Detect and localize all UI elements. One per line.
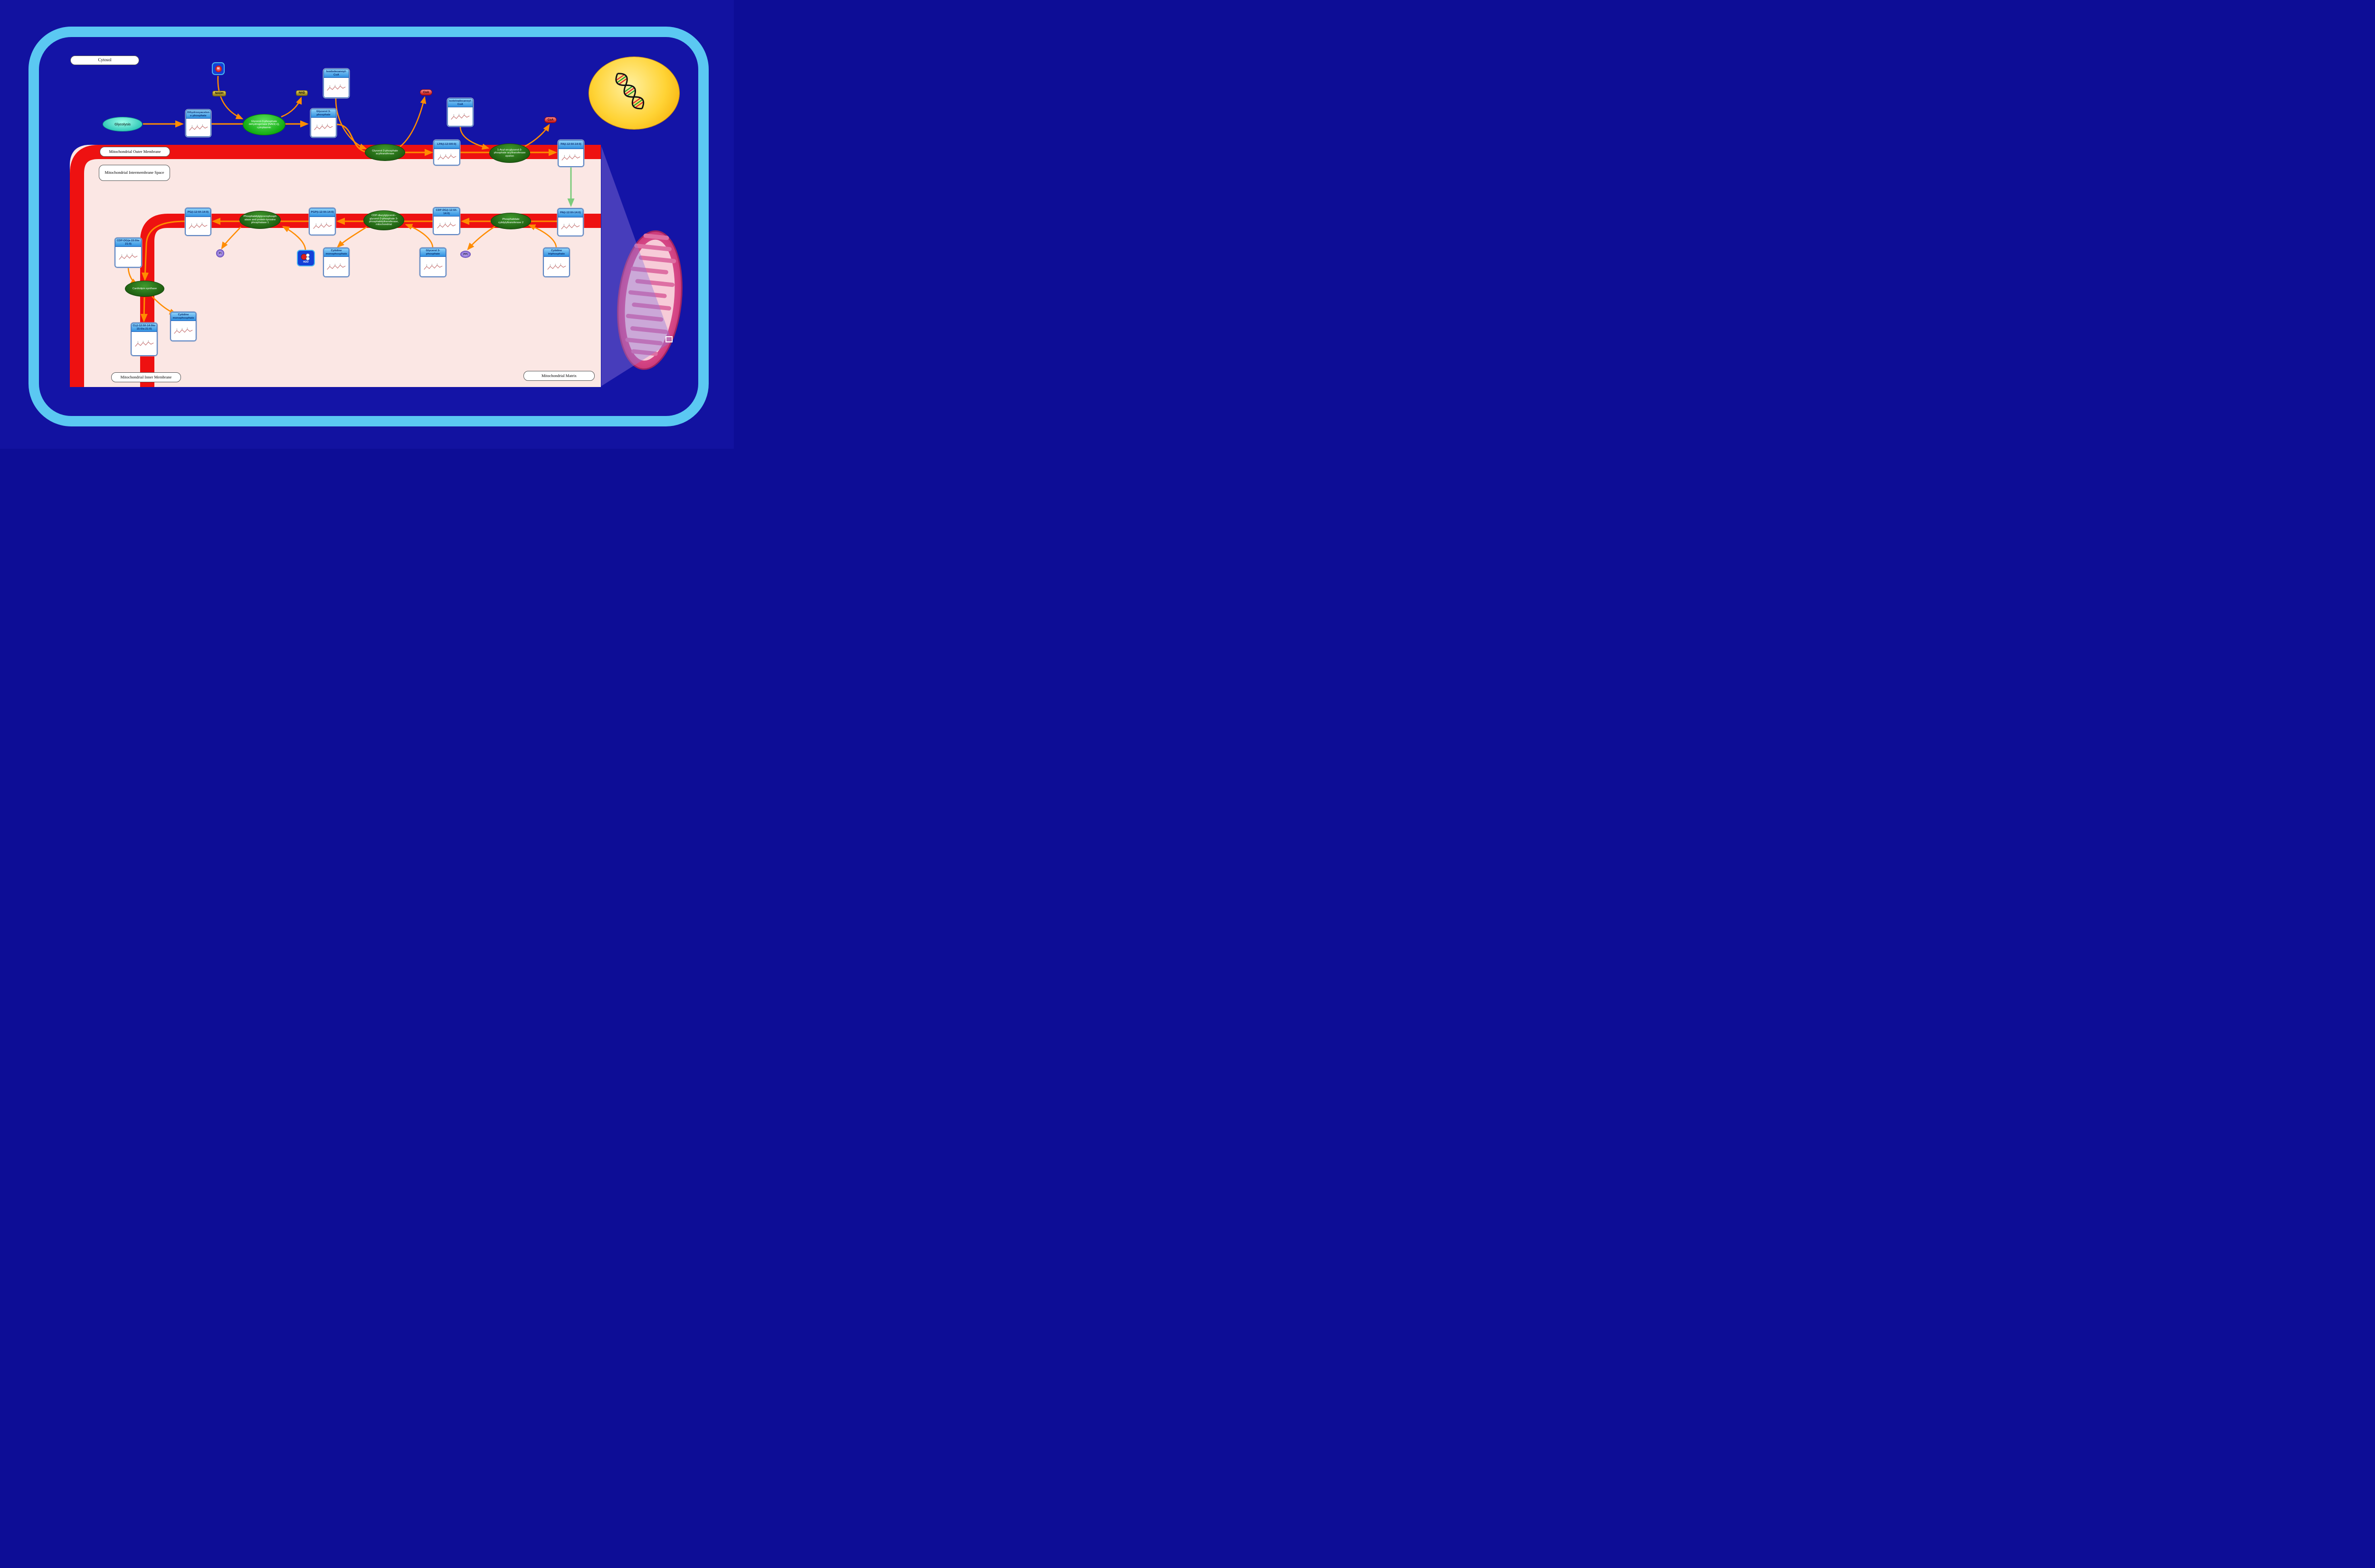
metabolite-label: PA(i-12:0/i-14:0): [560, 211, 581, 215]
metabolite-label: CDP-DG(a-15:0/a-21:0): [116, 239, 140, 246]
molecule-structure-icon: [437, 221, 456, 228]
metabolite-cmp-middle[interactable]: Cytidine monophosphate: [323, 248, 349, 277]
metabolite-cdp-dg-a[interactable]: CDP-DG(a-15:0/a-21:0): [115, 238, 142, 267]
molecule-structure-icon: [561, 154, 580, 161]
cofactor-nadh[interactable]: NADH: [212, 91, 226, 96]
enzyme-label: Cardiolipin synthase: [132, 287, 157, 290]
molecule-structure-icon: [437, 153, 456, 160]
cofactor-coa-2[interactable]: CoA: [544, 117, 557, 123]
metabolite-pa-outer[interactable]: PA(i-12:0/i-14:0): [558, 140, 584, 167]
enzyme-label: Glycerol-3-phosphate dehydrogenase [NAD(…: [248, 120, 280, 129]
outer-membrane-label-text: Mitochondrial Outer Membrane: [109, 149, 161, 154]
enzyme-pgp-synthase[interactable]: CDP-diacylglycerol--glycerol-3-phosphate…: [363, 210, 404, 230]
compartment-label-cytosol: Cytosol: [70, 56, 139, 65]
outer-membrane-band: [70, 145, 601, 387]
enzyme-ptpmt1[interactable]: Phosphatidylglycerophosphatase and prote…: [239, 211, 281, 229]
pathway-diagram-canvas: Cytosol Mitochondrial Outer Membrane Mit…: [0, 0, 734, 449]
matrix-label-text: Mitochondrial Matrix: [542, 373, 577, 378]
molecule-structure-icon: [423, 263, 443, 270]
enzyme-label: Glycerol-3-phosphate acyltransferase: [372, 149, 398, 155]
metabolite-label: Cytidine monophosphate: [325, 249, 347, 255]
water-molecule-icon: [301, 253, 310, 260]
dna-helix-icon: [615, 73, 645, 110]
metabolite-cmp-bottom[interactable]: Cytidine monophosphate: [171, 312, 196, 341]
enzyme-label: Phosphatidate cytidylyltransferase 2: [498, 218, 524, 224]
molecule-structure-icon: [561, 223, 580, 230]
metabolite-ctp[interactable]: Cytidine triphosphate: [543, 248, 570, 277]
cofactor-nad[interactable]: NAD: [296, 90, 308, 96]
molecule-structure-icon: [451, 113, 470, 120]
compartment-label-outer-membrane: Mitochondrial Outer Membrane: [100, 147, 170, 157]
nucleus: [589, 57, 679, 129]
proton-icon: H: [215, 65, 222, 72]
molecule-structure-icon: [189, 123, 208, 131]
inner-membrane-label-text: Mitochondrial Inner Membrane: [120, 374, 172, 379]
molecule-structure-icon: [174, 327, 193, 334]
metabolite-label: Dihydroxyacetone phosphate: [187, 111, 210, 117]
compartment-label-matrix: Mitochondrial Matrix: [523, 371, 595, 381]
intermembrane-space-label-text: Mitochondrial Intermembrane Space: [104, 170, 164, 175]
coa-label: CoA: [423, 91, 429, 94]
molecule-structure-icon: [327, 263, 346, 270]
molecule-structure-icon: [134, 340, 154, 347]
zoom-region-indicator: [665, 336, 673, 342]
metabolite-label: Cytidine triphosphate: [548, 249, 565, 255]
molecule-structure-icon: [314, 123, 333, 131]
metabolite-pgp[interactable]: PGP(i-12:0/i-14:0): [309, 208, 335, 235]
enzyme-phosphatidate-cytidylyltransferase[interactable]: Phosphatidate cytidylyltransferase 2: [491, 213, 531, 229]
enzyme-agpat-epsilon[interactable]: 1-Acyl-sn-glycerol-3-phosphate acyltrans…: [489, 143, 530, 163]
cytosol-label-text: Cytosol: [98, 57, 112, 63]
enzyme-label: CDP-diacylglycerol--glycerol-3-phosphate…: [369, 214, 399, 227]
molecule-structure-icon: [313, 222, 332, 229]
metabolite-isododecanoyl-coa[interactable]: Isododecanoyl-CoA: [323, 69, 349, 98]
water-label: H2O: [303, 260, 309, 264]
ppi-label: PPi: [463, 253, 468, 256]
molecule-structure-icon: [547, 263, 566, 270]
proton-node[interactable]: H: [212, 62, 225, 75]
molecule-structure-icon: [327, 84, 346, 91]
metabolite-label: PG(i-12:0/i-14:0): [187, 211, 209, 214]
metabolite-lpa[interactable]: LPA(i-12:0/0:0): [434, 140, 460, 165]
zoom-wedge: [601, 146, 671, 386]
nad-label: NAD: [299, 92, 305, 94]
enzyme-g3p-acyltransferase[interactable]: Glycerol-3-phosphate acyltransferase: [365, 144, 405, 161]
metabolite-label: Cytidine monophosphate: [172, 313, 194, 320]
mitochondrion-icon: [617, 230, 683, 370]
molecule-structure-icon: [119, 253, 138, 260]
pi-label: Pi: [218, 252, 222, 255]
metabolite-cardiolipin[interactable]: CL(i-12:0/i-14:0/a-15:0/a-21:0): [131, 323, 157, 356]
pathway-node-glycolysis[interactable]: Glycolysis: [103, 117, 142, 132]
metabolite-glycerol-3-phosphate-cytosol[interactable]: Glycerol 3-phosphate: [311, 109, 336, 137]
nadh-label: NADH: [215, 92, 224, 95]
coa-label: CoA: [547, 118, 554, 122]
metabolite-pg[interactable]: PG(i-12:0/i-14:0): [185, 208, 211, 236]
cofactor-ppi[interactable]: PPi: [460, 251, 471, 258]
enzyme-label: Phosphatidylglycerophosphatase and prote…: [243, 215, 277, 225]
metabolite-label: Isododecanoyl-CoA: [326, 70, 347, 76]
enzyme-cardiolipin-synthase[interactable]: Cardiolipin synthase: [125, 281, 164, 297]
metabolite-label: CL(i-12:0/i-14:0/a-15:0/a-21:0): [133, 324, 156, 331]
metabolite-label: LPA(i-12:0/0:0): [437, 143, 456, 146]
enzyme-label: 1-Acyl-sn-glycerol-3-phosphate acyltrans…: [494, 148, 526, 158]
metabolite-label: PA(i-12:0/i-14:0): [560, 143, 581, 146]
proton-label: H: [217, 67, 220, 70]
water-node[interactable]: H2O: [297, 250, 315, 266]
glycolysis-label: Glycolysis: [114, 122, 131, 126]
metabolite-label: Isotetradecanoyl-CoA: [449, 100, 472, 106]
metabolite-pa-inner[interactable]: PA(i-12:0/i-14:0): [558, 208, 583, 236]
metabolite-label: Glycerol 3-phosphate: [426, 249, 440, 255]
metabolite-dhap[interactable]: Dihydroxyacetone phosphate: [186, 110, 211, 137]
metabolite-label: PGP(i-12:0/i-14:0): [311, 211, 334, 214]
cofactor-coa-1[interactable]: CoA: [420, 89, 432, 95]
metabolite-isotetradecanoyl-coa[interactable]: Isotetradecanoyl-CoA: [447, 98, 473, 126]
cofactor-pi[interactable]: Pi: [216, 249, 224, 257]
compartment-label-intermembrane-space: Mitochondrial Intermembrane Space: [99, 165, 170, 181]
molecule-structure-icon: [189, 222, 208, 229]
metabolite-label: CDP-DG(i-12:0/i-14:0): [436, 209, 457, 215]
compartment-label-inner-membrane: Mitochondrial Inner Membrane: [111, 372, 181, 382]
metabolite-cdp-dg-i[interactable]: CDP-DG(i-12:0/i-14:0): [433, 208, 460, 235]
enzyme-g3p-dehydrogenase[interactable]: Glycerol-3-phosphate dehydrogenase [NAD(…: [243, 114, 285, 135]
metabolite-glycerol-3-phosphate-matrix[interactable]: Glycerol 3-phosphate: [420, 248, 446, 277]
metabolite-label: Glycerol 3-phosphate: [316, 110, 331, 116]
